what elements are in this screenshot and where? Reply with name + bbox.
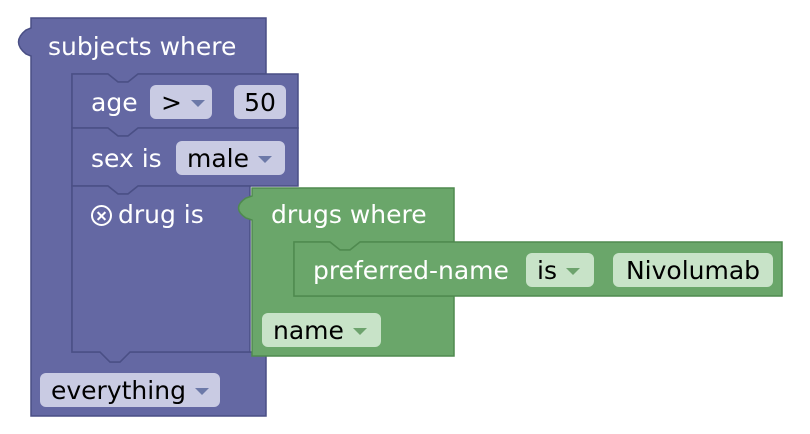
sex-value: male	[187, 143, 249, 173]
drug-is-label: drug is	[118, 200, 204, 229]
drugs-output-value: name	[273, 315, 344, 345]
age-label: age	[91, 88, 138, 117]
subjects-output-value: everything	[51, 375, 186, 405]
preferred-name-label: preferred-name	[313, 256, 509, 285]
drug-block-shape[interactable]	[71, 185, 251, 363]
chevron-down-icon	[565, 268, 580, 275]
subjects-output-dropdown[interactable]: everything	[40, 373, 220, 407]
age-value-field[interactable]: 50	[234, 85, 286, 119]
chevron-down-icon	[258, 156, 272, 163]
sex-is-label: sex is	[91, 144, 162, 173]
chevron-down-icon	[194, 388, 209, 395]
drug-is-row-label: drug is	[91, 200, 204, 230]
condition-value-field[interactable]: Nivolumab	[613, 253, 773, 287]
chevron-down-icon	[190, 100, 205, 107]
drugs-output-dropdown[interactable]: name	[262, 313, 381, 347]
condition-operator-value: is	[537, 255, 557, 285]
chevron-down-icon	[352, 328, 367, 335]
age-operator-value: >	[161, 87, 182, 117]
remove-circle-icon[interactable]	[91, 205, 112, 226]
age-operator-dropdown[interactable]: >	[150, 85, 212, 119]
condition-operator-dropdown[interactable]: is	[526, 253, 594, 287]
subjects-where-label: subjects where	[48, 32, 237, 61]
sex-value-dropdown[interactable]: male	[176, 141, 285, 175]
drugs-where-label: drugs where	[271, 200, 427, 229]
